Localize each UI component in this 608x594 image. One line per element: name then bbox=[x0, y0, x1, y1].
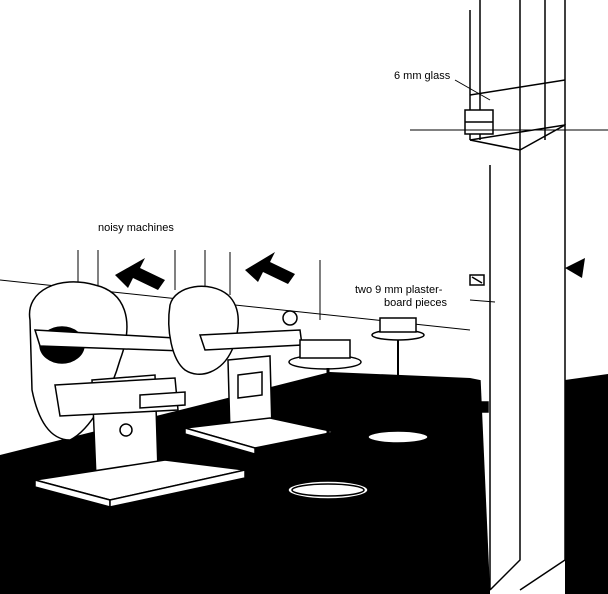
stand-2 bbox=[367, 317, 429, 444]
plasterboard-label-line-2: board pieces bbox=[384, 297, 447, 310]
arrow-3 bbox=[565, 258, 585, 278]
leader-lines bbox=[410, 79, 608, 303]
arrow-2 bbox=[245, 252, 295, 284]
floor-right bbox=[565, 374, 608, 594]
plasterboard-label-line-1: two 9 mm plaster- bbox=[355, 284, 443, 297]
noisy-machines-label: noisy machines bbox=[98, 222, 174, 235]
glass-label: 6 mm glass bbox=[394, 70, 451, 83]
arrow-1 bbox=[115, 258, 165, 290]
noise-arrows bbox=[115, 252, 585, 290]
noisy-machine-2 bbox=[168, 285, 336, 455]
noisy-machine-1 bbox=[28, 281, 246, 508]
stand-1 bbox=[287, 339, 369, 500]
